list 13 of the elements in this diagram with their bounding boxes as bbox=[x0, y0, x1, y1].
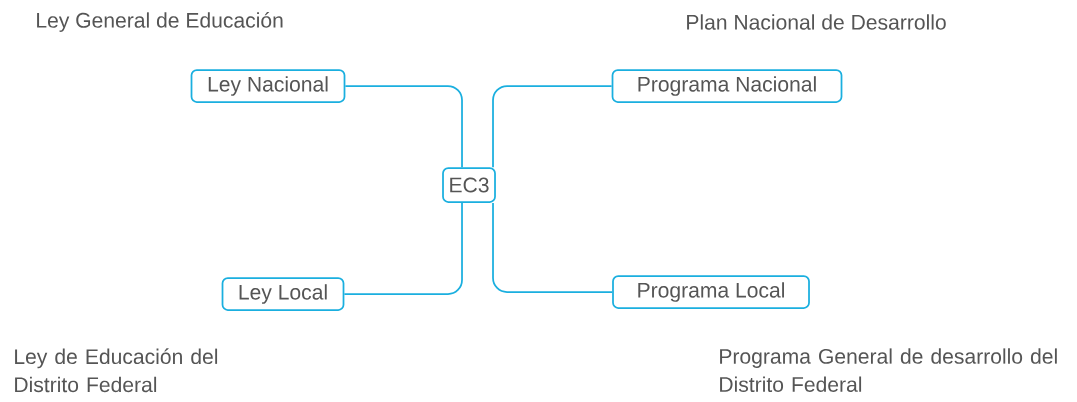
annotation-text: Ley de Educación del Distrito Federal bbox=[15, 348, 218, 393]
annotation-text: Plan Nacional de Desarrollo bbox=[687, 14, 946, 30]
connector-line bbox=[492, 85, 613, 168]
label-box: Programa Local bbox=[612, 275, 810, 309]
annotation-text: Programa General de desarrollo del Distrito Federal bbox=[720, 348, 1057, 392]
connector-line bbox=[492, 202, 613, 293]
annotation-text: Ley General de Educación bbox=[37, 12, 283, 32]
label-box: Ley Local bbox=[221, 277, 345, 311]
label-box: Ley Nacional bbox=[190, 69, 346, 103]
label-box: Programa Nacional bbox=[611, 69, 843, 103]
connector-line bbox=[344, 85, 463, 168]
label-box: EC3 bbox=[442, 167, 496, 203]
connector-line bbox=[343, 202, 463, 295]
